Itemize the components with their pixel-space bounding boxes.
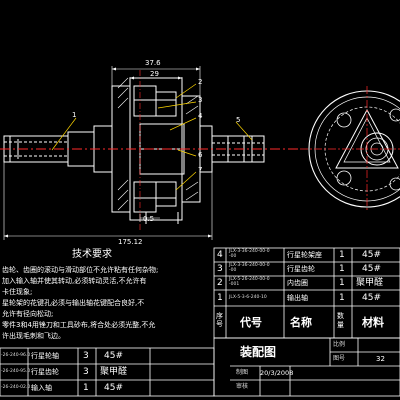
tech-line-1: 齿轮、齿圈的滚动与滑动部位不允许粘有任何杂物;	[2, 266, 159, 274]
drawn-label: 制图	[236, 369, 249, 376]
bom-row-name: 内齿圈	[287, 279, 308, 287]
bom-row-qty: 1	[339, 293, 345, 303]
bom-row-material: 45#	[362, 250, 381, 260]
tech-line-3: 卡住现象;	[2, 288, 33, 296]
balloon-7: 7	[198, 166, 203, 174]
bom-header-material: 材料	[362, 316, 384, 329]
bom-row-no: 4	[217, 250, 223, 260]
left-row-name: 行星齿轮	[31, 368, 59, 376]
sheet-value: 32	[376, 355, 385, 363]
bom-row-qty: 1	[339, 264, 345, 274]
left-row-material: 聚甲醛	[100, 367, 128, 377]
balloon-4: 4	[198, 112, 203, 120]
dim-29: 29	[150, 70, 159, 78]
bom-row-name: 行星齿轮	[287, 265, 315, 273]
bom-row-qty: 1	[339, 278, 345, 288]
tech-line-4: 星轮架的花键孔必须与输出轴花键配合良好,不	[2, 299, 145, 307]
bom-row-name: 行星轮架座	[287, 251, 322, 259]
bom-row-material: 45#	[362, 264, 381, 274]
bom-row-name: 输出轴	[287, 294, 308, 302]
bom-row-material: 45#	[362, 293, 381, 303]
checked-label: 审核	[236, 383, 249, 390]
leader-lines	[51, 83, 253, 191]
tech-line-6: 零件3和4用锉刀和工具砂布,将合处必须光整,不允	[2, 321, 156, 329]
ratio-label: 比例	[333, 341, 346, 348]
dim-37-6: 37.6	[145, 59, 161, 67]
bom-row-no: 2	[217, 278, 223, 288]
balloon-1: 1	[72, 111, 77, 119]
dim-0-5: 0.5	[143, 215, 155, 223]
bom-row-code: JLX-3-36-240-00-0 -00	[229, 249, 270, 259]
tech-line-7: 许出现毛刺和飞边。	[2, 332, 65, 340]
left-row-qty: 3	[83, 351, 89, 361]
bom-header-name: 名称	[290, 316, 312, 329]
left-row-code: -26-240-96.0	[1, 353, 31, 358]
balloon-2: 2	[198, 78, 203, 86]
left-table-lines	[0, 347, 215, 397]
balloon-3: 3	[198, 96, 203, 104]
bom-row-code: JLX-5-3-6-240-10	[229, 295, 267, 300]
balloon-5: 5	[236, 116, 241, 124]
left-row-code: -26-240-02.0	[1, 385, 31, 390]
left-row-qty: 3	[83, 367, 89, 377]
bom-row-code: JLX-5-26-240-00-0 -001	[229, 277, 270, 287]
left-row-name: 输入轴	[31, 384, 52, 392]
sheet-label: 图号	[333, 355, 346, 362]
shaft-assembly	[3, 77, 265, 224]
drawing-name: 装配图	[240, 345, 277, 359]
bom-row-no: 3	[217, 264, 223, 274]
left-row-name: 行星轮轴	[31, 352, 59, 360]
dim-175-12: 175.12	[118, 238, 143, 246]
bom-header-code: 代号	[240, 316, 262, 329]
left-row-material: 45#	[104, 351, 123, 361]
bom-row-material: 聚甲醛	[356, 278, 384, 288]
tech-line-2: 加入输入轴并使其转动,必须转动灵活,不允许有	[2, 277, 147, 285]
bom-row-code: JLX-3-36-240-00-0 -00	[229, 263, 270, 273]
tech-title: 技术要求	[72, 249, 112, 260]
left-row-qty: 1	[83, 383, 89, 393]
bom-header-no: 序号	[216, 312, 223, 328]
dimension-lines	[3, 66, 213, 240]
tech-line-5: 允许有径向松动;	[2, 310, 54, 318]
left-row-code: -26-240-95.0	[1, 369, 31, 374]
left-row-material: 45#	[104, 383, 123, 393]
bom-row-qty: 1	[339, 250, 345, 260]
bom-row-no: 1	[217, 293, 223, 303]
balloon-6: 6	[198, 151, 203, 159]
bom-header-qty: 数量	[337, 312, 344, 329]
drawn-date: 20/3/2008	[260, 369, 294, 377]
